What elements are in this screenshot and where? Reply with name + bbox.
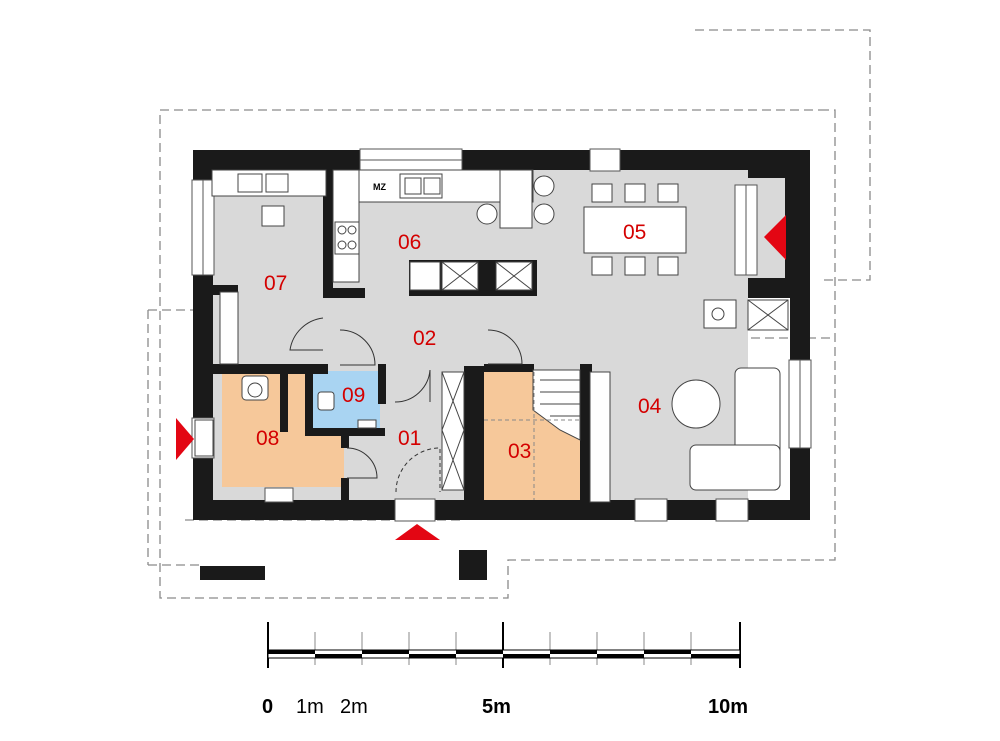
scale-label-1m: 1m: [296, 696, 324, 718]
scale-label-5m: 5m: [482, 696, 511, 718]
entry-markers: [176, 215, 786, 540]
scale-label-2m: 2m: [340, 696, 368, 718]
room-label-01: 01: [398, 427, 421, 450]
room-labels: 01 02 03 04 05 06 07 08 09: [256, 221, 662, 463]
dining-table: [583, 183, 687, 276]
room-label-02: 02: [413, 327, 436, 350]
room-label-05: 05: [623, 221, 646, 244]
windows: [191, 148, 812, 522]
living-furniture: [671, 299, 789, 491]
doors: [289, 317, 523, 479]
scale-bar: 0 1m 2m 5m 10m: [262, 622, 748, 718]
room-label-09: 09: [342, 384, 365, 407]
room-label-04: 04: [638, 395, 662, 418]
staircase: [532, 369, 611, 503]
entry-marker-west: [176, 418, 194, 460]
study-desk: [211, 169, 327, 365]
entry-marker-east: [764, 215, 786, 260]
scale-label-0: 0: [262, 696, 273, 718]
room-label-07: 07: [264, 272, 287, 295]
scale-label-10m: 10m: [708, 696, 748, 718]
dishwasher-label: MZ: [373, 182, 386, 192]
bathroom-fixtures: [194, 375, 377, 457]
stair-guides: [484, 372, 580, 500]
room-label-08: 08: [256, 427, 279, 450]
kitchen-cross-marks: [441, 261, 533, 291]
entrance-door: [395, 447, 441, 493]
entry-marker-south: [395, 524, 440, 540]
room-label-03: 03: [508, 440, 531, 463]
hall-wardrobe: [441, 371, 465, 491]
room-label-06: 06: [398, 231, 421, 254]
